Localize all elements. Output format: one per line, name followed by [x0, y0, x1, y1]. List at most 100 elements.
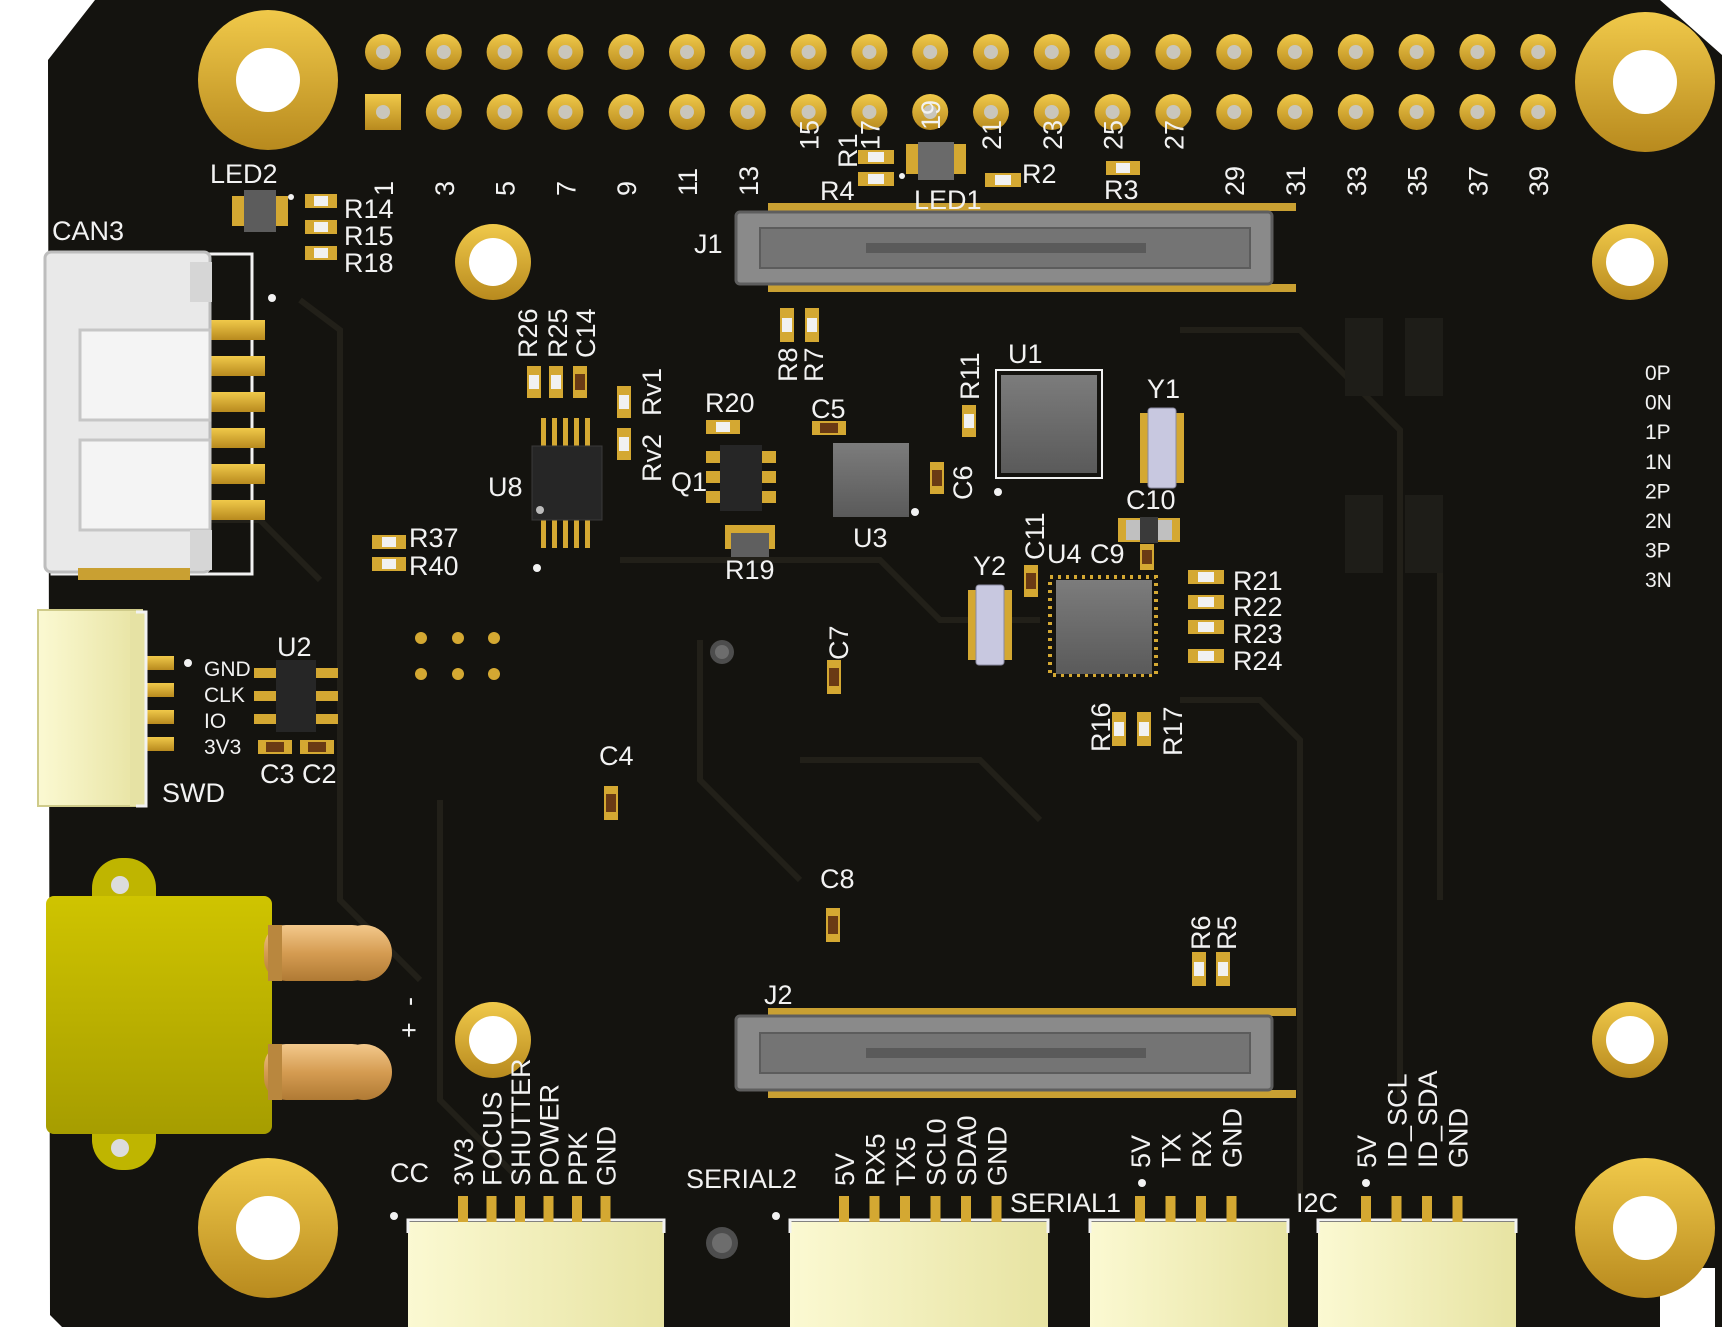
header-pad-hole	[1166, 45, 1181, 59]
label-r18: R18	[344, 248, 394, 278]
header-pad-hole	[1409, 45, 1424, 59]
connector-pin	[1135, 1196, 1145, 1222]
connector-pin	[600, 1196, 611, 1222]
label-plus: +	[394, 1022, 424, 1038]
header-pad-hole	[497, 105, 512, 119]
lane-label: 1N	[1645, 451, 1672, 474]
connector-pin-label: RX	[1187, 1130, 1217, 1168]
label-c5: C5	[811, 394, 846, 424]
header-number: 1	[369, 181, 399, 196]
label-c6: C6	[948, 465, 978, 500]
j2-connector	[734, 1008, 1296, 1098]
connector-pin-label: 5V	[830, 1153, 860, 1186]
header-pad-hole	[1044, 105, 1059, 119]
connector-pin-label: 5V	[1126, 1135, 1156, 1168]
header-pad-hole	[1409, 105, 1424, 119]
header-pad-hole	[619, 105, 634, 119]
header-pad-hole	[1348, 45, 1363, 59]
connector-pin-label: 5V	[1352, 1135, 1382, 1168]
lane-label: 2P	[1645, 480, 1671, 503]
label-r20: R20	[705, 388, 755, 418]
label-serial2: SERIAL2	[686, 1164, 797, 1194]
connector-pin	[458, 1196, 468, 1222]
header-number: 13	[734, 166, 764, 196]
label-led1: LED1	[914, 185, 982, 215]
connector-pin-label: TX	[1157, 1133, 1187, 1168]
label-r37: R37	[409, 523, 459, 553]
header-pad-hole	[436, 105, 451, 119]
lane-label: 0N	[1645, 392, 1672, 415]
label-i2c: I2C	[1296, 1188, 1338, 1218]
label-c7: C7	[824, 625, 854, 660]
label-swd: SWD	[162, 778, 225, 808]
header-number: 3	[430, 181, 460, 196]
header-pad-hole	[436, 45, 451, 59]
header-pad-hole	[984, 45, 998, 59]
header-pad-hole	[740, 105, 755, 119]
connector-pin	[961, 1196, 971, 1222]
label-c11: C11	[1020, 512, 1050, 560]
connector-pin	[869, 1196, 880, 1222]
connector-pin	[572, 1196, 582, 1222]
connector-pin-label: GND	[1444, 1108, 1474, 1168]
label-can3: CAN3	[52, 216, 124, 246]
connector-pin-label: TX5	[891, 1136, 921, 1186]
connector-pin	[1226, 1196, 1237, 1222]
header-number: 25	[1099, 120, 1129, 150]
header-pad-hole	[862, 45, 877, 59]
connector-pin	[1165, 1196, 1176, 1222]
header-number: 27	[1159, 120, 1189, 150]
header-pad-hole	[1288, 105, 1302, 119]
label-r14: R14	[344, 194, 394, 224]
header-number: 37	[1463, 166, 1493, 196]
header-pad-hole	[1227, 105, 1242, 119]
connector-pin	[486, 1196, 497, 1222]
header-pad-hole	[1166, 105, 1181, 119]
lane-label: 3N	[1645, 569, 1672, 592]
header-pad-hole	[558, 105, 573, 119]
label-c9: C9	[1090, 539, 1125, 569]
label-r11: R11	[955, 352, 985, 400]
bottom-connectors	[390, 640, 1518, 1327]
label-r23: R23	[1233, 619, 1283, 649]
connector-pin-label: PPK	[563, 1132, 593, 1186]
label-y2: Y2	[973, 551, 1006, 581]
connector-pin	[1196, 1196, 1206, 1222]
header-pad-hole	[619, 45, 634, 59]
header-pad-hole	[1227, 45, 1242, 59]
header-pad-hole	[1288, 45, 1302, 59]
connector-pin-label: FOCUS	[478, 1092, 508, 1187]
label-c10: C10	[1126, 485, 1176, 515]
header-pad-hole	[1470, 45, 1485, 59]
header-number: 17	[855, 120, 885, 150]
header-pad-hole	[1348, 105, 1363, 119]
label-r1: R1	[833, 133, 863, 168]
header-pad-hole	[801, 45, 816, 59]
header-pad-hole	[923, 45, 938, 59]
header-number: 23	[1038, 120, 1068, 150]
label-r3: R3	[1104, 175, 1139, 205]
lane-label: 1P	[1645, 421, 1671, 444]
swd-pin-label: 3V3	[204, 736, 241, 759]
label-r7: R7	[799, 347, 829, 382]
header-number: 19	[916, 100, 946, 130]
bottom-connector-pins	[458, 1196, 1463, 1222]
header-pad-hole	[1470, 105, 1485, 119]
header-number: 11	[673, 168, 703, 196]
label-r26: R26	[513, 308, 543, 358]
header-pad-hole	[862, 105, 877, 119]
header-pad-hole	[1044, 45, 1059, 59]
label-r17: R17	[1158, 706, 1188, 756]
connector-pin-label: ID_SDA	[1413, 1070, 1443, 1168]
label-j1: J1	[694, 229, 723, 259]
connector-pin-label: SHUTTER	[506, 1059, 536, 1187]
connector-pin	[1452, 1196, 1463, 1222]
label-r40: R40	[409, 551, 459, 581]
passives	[258, 150, 1230, 986]
header-number: 33	[1342, 166, 1372, 196]
